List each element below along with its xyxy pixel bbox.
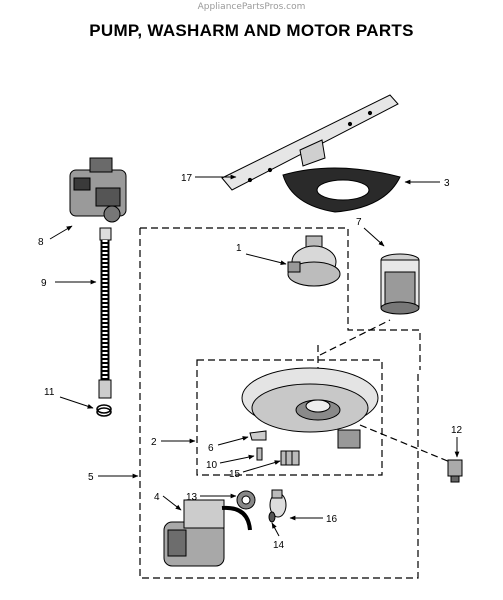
callout-15: 15: [229, 469, 241, 480]
hose-clamp-part: [96, 404, 112, 417]
callout-1: 1: [236, 243, 242, 254]
circulation-motor-part: [69, 157, 127, 223]
pump-housing-part: [287, 235, 341, 287]
watermark: AppliancePartsPros.com: [197, 2, 306, 12]
sump-assembly-boundary: [196, 359, 383, 476]
callout-13: 13: [186, 492, 198, 503]
connector-part: [280, 450, 300, 466]
callout-12: 12: [451, 425, 463, 436]
sump-part: [241, 367, 379, 449]
callout-7: 7: [356, 217, 362, 228]
callout-numbers: 17 3 8 1 7 9 11 2 6 10 15 12 5 4 13 16 1…: [38, 173, 463, 551]
callout-14: 14: [273, 540, 285, 551]
screw-part: [256, 447, 263, 461]
callout-4: 4: [154, 492, 160, 503]
callout-3: 3: [444, 178, 450, 189]
leader-lines: [49, 174, 460, 537]
sensor-part: [447, 459, 463, 483]
callout-8: 8: [38, 237, 44, 248]
flapper-part: [268, 511, 276, 523]
filter-assembly-part: [380, 253, 420, 315]
callout-16: 16: [326, 514, 338, 525]
drain-hose-part: [98, 227, 112, 399]
lower-washarm-part: [221, 94, 399, 191]
callout-11: 11: [44, 387, 55, 398]
seal-ring-part: [236, 490, 256, 510]
drain-pump-part: [163, 499, 252, 567]
callout-9: 9: [41, 278, 47, 289]
washarm-seal-part: [282, 167, 401, 213]
outer-assembly-boundary: [139, 228, 419, 579]
clip-part: [249, 430, 267, 441]
callout-17: 17: [181, 173, 193, 184]
check-valve-part: [269, 489, 287, 518]
callout-6: 6: [208, 443, 214, 454]
callout-2: 2: [151, 437, 157, 448]
callout-5: 5: [88, 472, 94, 483]
callout-10: 10: [206, 460, 218, 471]
page-title: PUMP, WASHARM AND MOTOR PARTS: [89, 21, 414, 40]
